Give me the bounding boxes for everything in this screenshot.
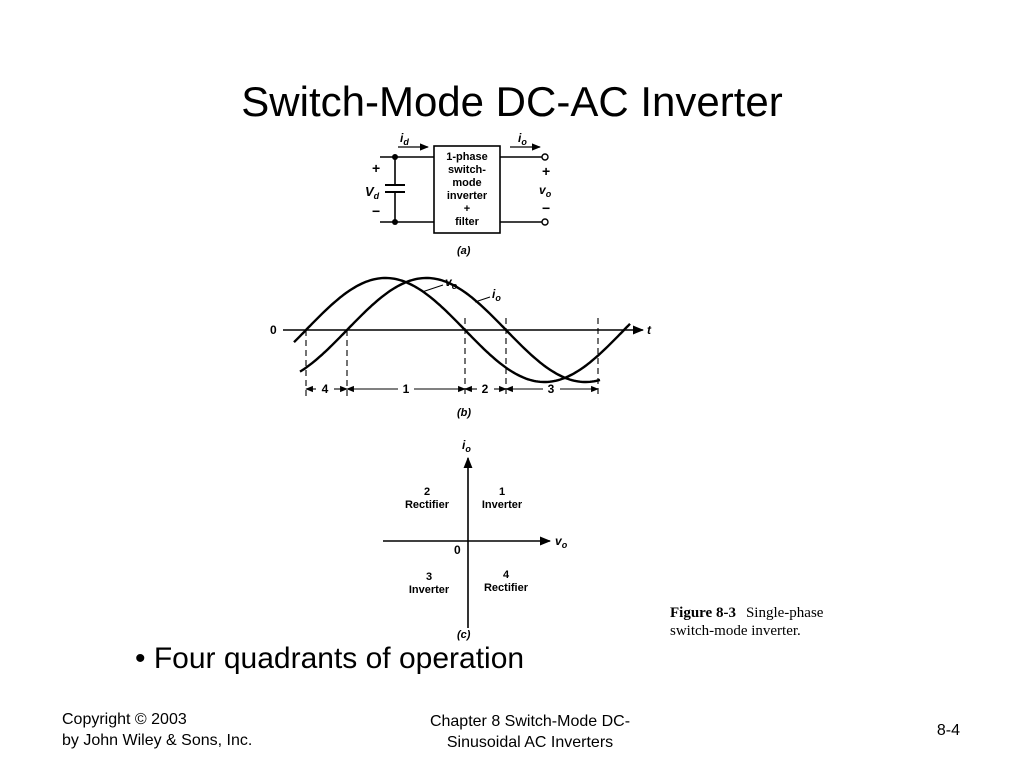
quadrant-2-mode: Rectifier [405, 499, 450, 511]
interval-label-2: 2 [482, 382, 489, 396]
io-leader [474, 296, 491, 303]
vd-minus: − [372, 203, 380, 219]
output-terminal-top [541, 153, 549, 161]
footer-page-number: 8-4 [936, 722, 960, 739]
caption-a: (a) [457, 245, 471, 257]
svg-text:+: + [464, 203, 470, 215]
io-axis-label: io [462, 438, 471, 454]
svg-text:1-phase: 1-phase [446, 151, 488, 163]
vd-label: Vd [365, 184, 380, 201]
vd-plus: + [372, 160, 380, 176]
footer-copyright: Copyright © 2003 by John Wiley & Sons, I… [62, 709, 252, 751]
time-axis-zero: 0 [270, 323, 277, 337]
figure-caption: Figure 8-3 Single-phase switch-mode inver… [670, 604, 823, 640]
io-wave-label: io [492, 287, 501, 303]
figure-caption-line1: Single-phase [745, 605, 824, 621]
svg-text:mode: mode [452, 177, 481, 189]
footer-chapter: Chapter 8 Switch-Mode DC- Sinusoidal AC … [370, 711, 690, 753]
quadrant-origin: 0 [454, 543, 461, 557]
copyright-line1: Copyright © 2003 [62, 711, 187, 728]
quadrant-3-mode: Inverter [409, 584, 450, 596]
slide-title: Switch-Mode DC-AC Inverter [241, 78, 783, 125]
vo-wave-label: vo [445, 275, 458, 291]
quadrant-4-number: 4 [503, 569, 510, 581]
vo-plus: + [542, 163, 550, 179]
chapter-line1: Chapter 8 Switch-Mode DC- [429, 713, 631, 730]
vo-minus: − [542, 200, 550, 216]
io-label: io [518, 131, 527, 147]
interval-labels: 4 1 2 3 [322, 382, 555, 396]
svg-text:switch-: switch- [448, 164, 486, 176]
interval-label-3: 3 [548, 382, 555, 396]
block-diagram: id + Vd − 1-phase switch- mode inverter … [365, 131, 552, 257]
output-terminal-bottom [541, 218, 549, 226]
svg-text:inverter: inverter [447, 190, 488, 202]
caption-b: (b) [457, 407, 471, 419]
chapter-line2: Sinusoidal AC Inverters [446, 734, 614, 751]
interval-label-4: 4 [322, 382, 329, 396]
waveform-plot: 0 t vo io 4 1 2 [270, 275, 652, 419]
copyright-line2: by John Wiley & Sons, Inc. [62, 732, 253, 749]
caption-c: (c) [457, 629, 471, 641]
time-axis-label: t [647, 323, 652, 337]
interval-label-1: 1 [403, 382, 410, 396]
vo-leader [421, 284, 444, 293]
bullet-point: • Four quadrants of operation [135, 642, 525, 675]
vo-waveform [293, 276, 631, 384]
quadrant-1-mode: Inverter [482, 499, 523, 511]
vo-axis-label: vo [555, 534, 568, 550]
vo-label: vo [539, 183, 552, 199]
io-waveform [299, 276, 601, 384]
figure-caption-line2: switch-mode inverter. [670, 623, 801, 639]
quadrant-1-number: 1 [499, 486, 505, 498]
figure-caption-label: Figure 8-3 [670, 605, 736, 621]
quadrant-4-mode: Rectifier [484, 582, 529, 594]
quadrant-3-number: 3 [426, 571, 432, 583]
inverter-block [433, 145, 501, 234]
quadrant-2-number: 2 [424, 486, 430, 498]
inverter-block-text: 1-phase switch- mode inverter + filter [446, 151, 488, 228]
interval-dividers [305, 318, 599, 398]
id-label: id [400, 131, 409, 147]
svg-text:filter: filter [455, 216, 480, 228]
quadrant-diagram: io vo 0 2 Rectifier 1 Inverter 3 Inverte… [383, 438, 568, 641]
